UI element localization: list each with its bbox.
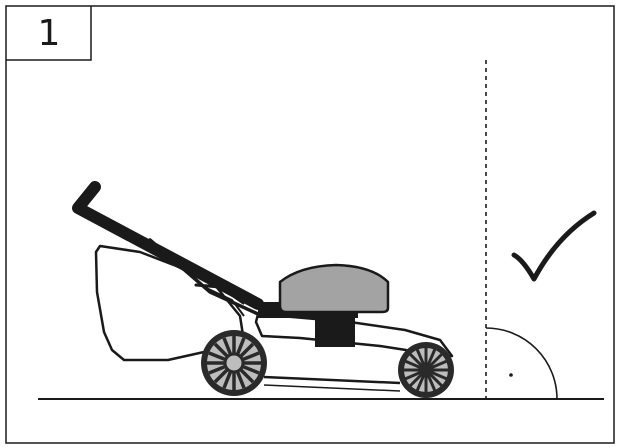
checkmark-icon [511, 210, 597, 282]
motor-cover [278, 263, 390, 314]
mower-handle [72, 181, 264, 316]
front-wheel [398, 342, 454, 398]
lawn-mower-icon [72, 181, 454, 398]
step-number-box [6, 6, 92, 61]
figure-frame [5, 5, 615, 444]
rear-wheel [201, 330, 267, 396]
right-angle-icon [485, 327, 558, 400]
